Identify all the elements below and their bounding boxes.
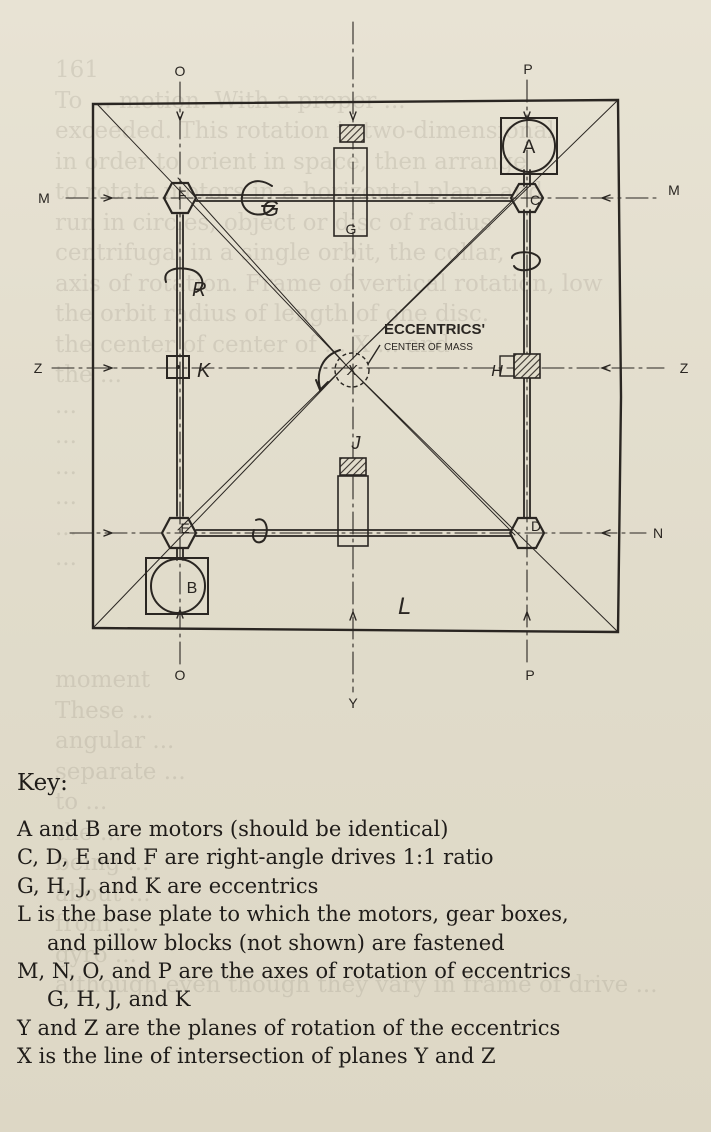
diagonal-lines xyxy=(92,99,619,633)
rotation-arrow-center xyxy=(315,349,341,392)
drive-F: F xyxy=(162,181,198,215)
eccentric-H-label: H xyxy=(491,363,503,380)
rotation-arrow-top xyxy=(240,180,276,216)
rotation-arrow-right xyxy=(511,251,542,272)
axis-P-bottom-label: P xyxy=(525,667,534,683)
key-item: Y and Z are the planes of rotation of th… xyxy=(17,1015,561,1040)
key-item: G, H, J, and K xyxy=(47,987,191,1012)
axis-O-top-label: O xyxy=(175,63,186,79)
eccentric-K-label: K xyxy=(197,360,212,382)
axis-Z-right-label: Z xyxy=(680,360,689,376)
eccentric-J-label: J xyxy=(351,433,362,453)
mark-R: R xyxy=(192,279,206,301)
eccentric-drive-diagram: A B F C E D G J K H xyxy=(34,21,689,711)
axis-arrows xyxy=(103,111,611,621)
shaft-bottom xyxy=(195,529,513,537)
callout-line-2: CENTER OF MASS xyxy=(384,342,473,353)
drive-F-label: F xyxy=(178,187,187,203)
drive-C: C xyxy=(509,182,545,214)
axis-Y-bottom-label: Y xyxy=(348,695,358,711)
rotation-arrow-left xyxy=(164,267,204,293)
shaft-top xyxy=(195,194,513,202)
axis-O-bottom-label: O xyxy=(175,667,186,683)
eccentric-G: G xyxy=(333,124,368,237)
axis-M-left-label: M xyxy=(38,190,50,206)
eccentric-G-label: G xyxy=(346,221,357,237)
axis-P-top-label: P xyxy=(523,61,532,77)
key-item: and pillow blocks (not shown) are fasten… xyxy=(47,930,505,955)
key-item: C, D, E and F are right-angle drives 1:1… xyxy=(17,845,494,870)
drive-E-label: E xyxy=(180,520,189,536)
rotation-arrow-bottom xyxy=(252,518,268,544)
base-plate-label: L xyxy=(398,593,411,620)
key-item: A and B are motors (should be identical) xyxy=(17,817,449,841)
drive-D-label: D xyxy=(531,518,541,534)
motor-B: B xyxy=(145,557,209,615)
center-label: X xyxy=(346,362,358,379)
key-title: Key: xyxy=(17,770,68,796)
callout-leader xyxy=(367,344,381,365)
key-item: G, H, J, and K are eccentrics xyxy=(17,873,319,898)
drive-E: E xyxy=(160,516,198,550)
motor-A: A xyxy=(500,117,558,175)
axis-M-right-label: M xyxy=(668,182,680,198)
axis-labels: O O P P M M Z Z N Y xyxy=(34,61,689,711)
eccentric-J: J xyxy=(337,433,369,547)
center-of-mass-marker: X xyxy=(334,352,370,388)
motor-A-label: A xyxy=(523,137,536,158)
key-list: A and B are motors (should be identical)… xyxy=(17,815,707,1071)
axis-N-right-label: N xyxy=(653,525,663,541)
drive-D: D xyxy=(508,516,546,550)
motor-B-label: B xyxy=(187,580,198,597)
key-item: X is the line of intersection of planes … xyxy=(17,1044,496,1069)
key-item: L is the base plate to which the motors,… xyxy=(17,902,569,927)
key-item: M, N, O, and P are the axes of rotation … xyxy=(17,959,571,984)
motor-shafts xyxy=(176,169,531,561)
callout-line-1: ECCENTRICS' xyxy=(384,321,485,338)
eccentric-K: K xyxy=(166,355,212,382)
drive-C-label: C xyxy=(530,192,540,208)
axis-Z-left-label: Z xyxy=(34,360,43,376)
eccentric-H: H xyxy=(491,353,541,380)
mark-G: G xyxy=(262,196,279,221)
